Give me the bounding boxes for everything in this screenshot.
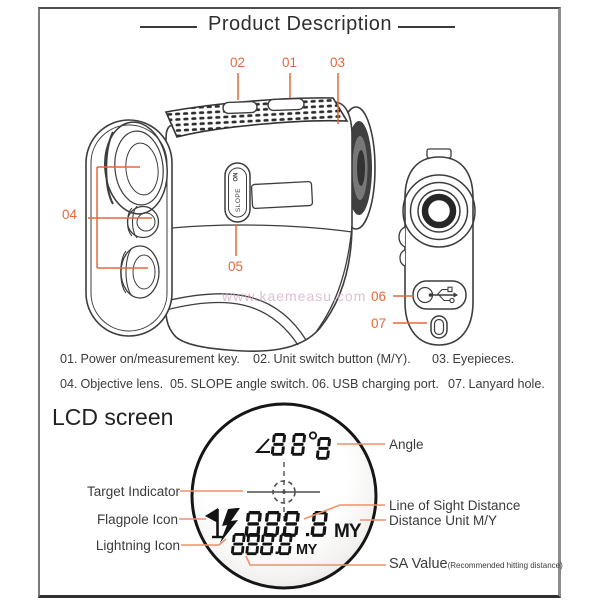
flagpole-icon (205, 508, 224, 539)
label-line-of-sight: Line of Sight Distance (389, 498, 521, 513)
part-label: USB charging port. (332, 377, 439, 391)
angle-value-display (254, 431, 332, 460)
page-title: Product Description (207, 13, 393, 35)
usb-charging-port (412, 280, 467, 310)
callout-07: 07 (371, 316, 387, 331)
label-distance-unit: Distance Unit M/Y (389, 513, 498, 528)
callout-06: 06 (371, 289, 387, 304)
title-dash-right (398, 26, 455, 28)
angle-symbol-icon (254, 438, 270, 453)
part-desc-04: 04.Objective lens. (60, 377, 163, 391)
part-desc-02: 02.Unit switch button (M/Y). (253, 352, 411, 366)
slope-switch-label: SLOPE (235, 188, 242, 212)
part-num: 05. (170, 377, 188, 391)
part-desc-05: 05.SLOPE angle switch. (170, 377, 309, 391)
sa-value-note: (Recommended hitting distance) (447, 561, 563, 570)
part-label: Objective lens. (80, 377, 164, 391)
part-num: 04. (60, 377, 78, 391)
part-label: Lanyard hole. (468, 377, 545, 391)
target-indicator-icon (247, 462, 320, 523)
connector-lightning (181, 538, 227, 546)
grip-curves (165, 225, 353, 346)
title-dash-left (140, 26, 197, 28)
distance-unit-main: MY (334, 521, 362, 542)
callout-05: 05 (228, 259, 244, 274)
part-label: SLOPE angle switch. (190, 377, 309, 391)
connector-line-of-sight (303, 504, 385, 520)
part-desc-07: 07.Lanyard hole. (448, 377, 545, 391)
line-of-sight-display: MY (244, 511, 363, 542)
power-button (267, 97, 305, 112)
label-sa-value: SA Value(Recommended hitting distance) (389, 556, 563, 572)
part-label: Eyepieces. (452, 352, 515, 366)
part-num: 03. (432, 352, 450, 366)
callout-bracket-04 (88, 166, 152, 269)
watermark: www.kaemeasu.com (222, 288, 367, 304)
side-button-bumps (398, 226, 406, 267)
body-seam-line (171, 224, 353, 233)
part-desc-06: 06.USB charging port. (312, 377, 439, 391)
lcd-connector-lines (179, 443, 386, 566)
objective-lens-assembly (85, 119, 173, 337)
lcd-screen-diagram: MY MY (179, 402, 386, 590)
callout-lines (88, 73, 427, 324)
rangefinder-side-view: ON SLOPE (85, 97, 376, 352)
page-border-frame (38, 7, 561, 598)
lcd-section-heading: LCD screen (52, 404, 174, 430)
part-num: 02. (253, 352, 271, 366)
lanyard-hole (430, 315, 448, 339)
callout-04: 04 (62, 207, 78, 222)
rangefinder-back-view (398, 148, 476, 346)
callout-02: 02 (230, 55, 246, 70)
connector-sa-value (245, 555, 386, 566)
part-desc-03: 03.Eyepieces. (432, 352, 514, 366)
part-label: Unit switch button (M/Y). (273, 352, 411, 366)
part-num: 07. (448, 377, 466, 391)
lcd-circle (190, 402, 378, 590)
usb-icon (428, 286, 458, 304)
callout-01: 01 (282, 55, 298, 70)
label-flagpole-icon: Flagpole Icon (96, 512, 178, 527)
eyepiece-back-icon (402, 174, 476, 248)
callout-03: 03 (330, 55, 346, 70)
part-label: Power on/measurement key. (80, 352, 240, 366)
part-num: 06. (312, 377, 330, 391)
part-desc-01: 01.Power on/measurement key. (60, 352, 240, 366)
lightning-icon (220, 508, 240, 543)
label-angle: Angle (389, 437, 424, 452)
label-sticker (250, 180, 314, 210)
distance-unit-sa: MY (296, 542, 318, 558)
slope-switch: ON SLOPE (224, 162, 251, 223)
sa-value-display: MY (230, 533, 318, 558)
label-target-indicator: Target Indicator (86, 484, 180, 499)
slope-on-label: ON (234, 173, 240, 182)
part-num: 01. (60, 352, 78, 366)
label-lightning-icon: Lightning Icon (95, 538, 180, 553)
unit-switch-button (222, 100, 258, 115)
degree-icon (308, 431, 318, 440)
sa-value-text: SA Value (389, 556, 448, 572)
